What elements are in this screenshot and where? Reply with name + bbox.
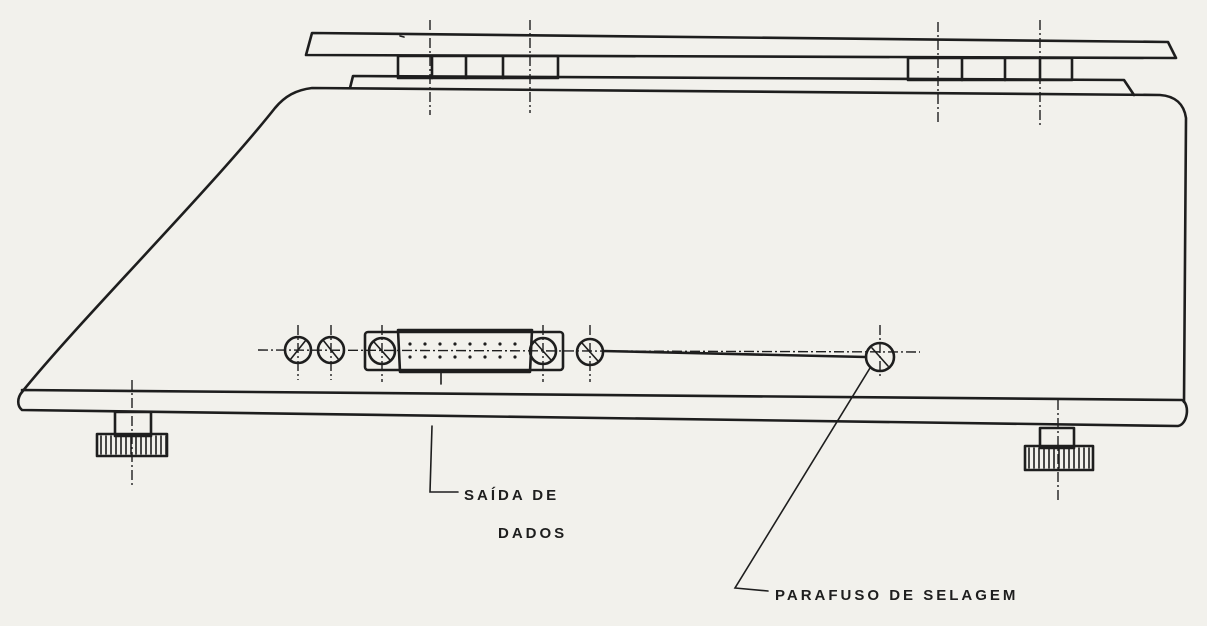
connector-pin — [438, 355, 442, 359]
right-adjustable-foot — [1023, 426, 1095, 472]
data-output-label-line2: DADOS — [498, 525, 567, 542]
sealing-screw — [601, 341, 896, 373]
connector-pin — [468, 355, 472, 359]
connector-pin — [483, 342, 487, 346]
right-foot-knurling — [1028, 447, 1090, 469]
connector-pin — [468, 342, 472, 346]
platter-base-plate — [348, 74, 1136, 97]
weighing-platter — [304, 31, 1178, 60]
connector-pin — [498, 355, 502, 359]
sealing-screw-leader-line — [733, 367, 871, 592]
connector-pin — [513, 355, 517, 359]
connector-pin — [498, 342, 502, 346]
connector-pin — [453, 342, 457, 346]
connector-pin — [423, 342, 427, 346]
left-foot-knurling — [100, 435, 167, 455]
data-output-connector — [363, 328, 565, 385]
data-output-label-line1: SAÍDA DE — [464, 487, 559, 504]
connector-pin — [423, 355, 427, 359]
sealing-screw-label: PARAFUSO DE SELAGEM — [775, 587, 1018, 604]
data-output-leader-line — [429, 425, 459, 493]
connector-pin — [438, 342, 442, 346]
connector-pin — [513, 342, 517, 346]
connector-pin — [453, 355, 457, 359]
connector-pin — [408, 342, 412, 346]
base-plate — [16, 388, 1189, 428]
connector-pin — [408, 355, 412, 359]
connector-pin — [483, 355, 487, 359]
connector-pins — [408, 342, 517, 359]
left-adjustable-foot — [95, 410, 169, 458]
scale-body-housing — [20, 86, 1188, 404]
